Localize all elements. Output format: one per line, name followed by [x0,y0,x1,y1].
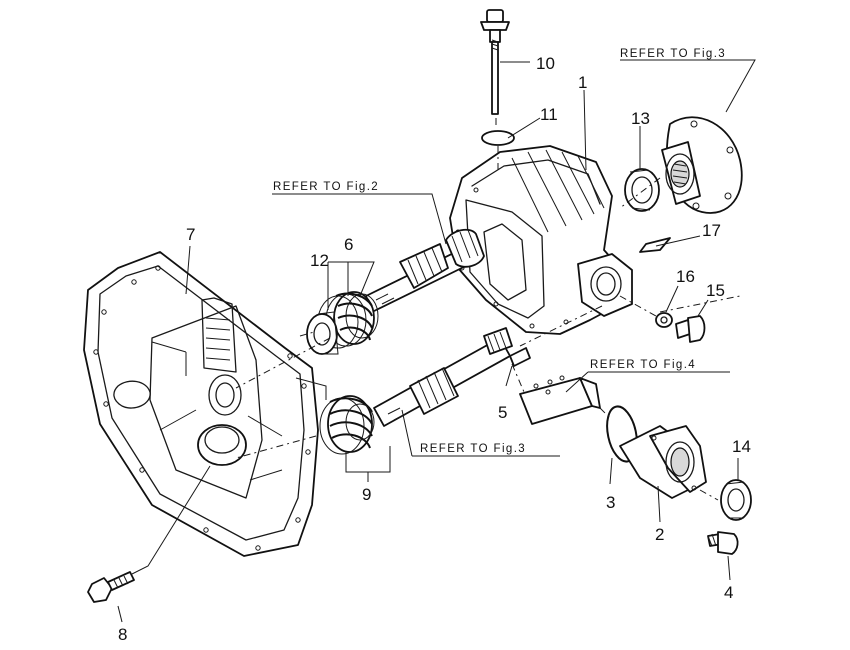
fig4-shaft [519,375,601,425]
ref-fig3-bottom: REFER TO Fig.3 [420,443,526,455]
flange-cover [661,116,743,214]
label-8: 8 [118,625,127,644]
label-13: 13 [631,109,650,128]
label-7: 7 [186,225,195,244]
part-2-bearing-housing [619,425,707,499]
part-9-lower-spring [319,395,375,455]
part-14-oil-seal [720,479,752,521]
label-14: 14 [732,437,751,456]
part-11-o-ring [481,130,515,146]
label-9: 9 [362,485,371,504]
leader-lines [117,59,756,623]
part-13-seal [624,168,660,212]
part-17-key [639,237,671,253]
lower-shaft-worm [373,327,513,427]
label-11: 11 [540,105,558,124]
part-5-pin [509,347,531,367]
ref-fig3-top: REFER TO Fig.3 [620,48,726,60]
label-12: 12 [310,251,329,270]
ref-fig4: REFER TO Fig.4 [590,359,696,371]
label-5: 5 [498,403,507,422]
part-15-plug-bolt [675,315,706,343]
label-17: 17 [702,221,721,240]
label-3: 3 [606,493,615,512]
assembly-centerlines [235,118,741,501]
part-8-bolt [87,571,135,603]
part-7-housing-cover [83,251,319,557]
label-6: 6 [344,235,353,254]
reference-labels: REFER TO Fig.3 REFER TO Fig.2 REFER TO F… [273,48,726,455]
part-numbers: 10 11 1 13 17 16 15 6 12 7 5 3 2 14 4 9 … [118,54,751,644]
label-10: 10 [536,54,555,73]
part-6-upper-spring [317,291,379,349]
part-12-washer [306,311,339,355]
label-16: 16 [676,267,695,286]
label-2: 2 [655,525,664,544]
label-1: 1 [578,73,587,92]
part-4-bolt [707,531,739,555]
upper-shaft-gear [365,228,485,313]
part-10-long-bolt [480,9,510,115]
label-4: 4 [724,583,733,602]
part-3-o-ring [606,405,638,463]
part-16-washer [655,312,673,328]
part-1-gear-case [449,145,633,335]
ref-fig2: REFER TO Fig.2 [273,181,379,193]
label-15: 15 [706,281,725,300]
